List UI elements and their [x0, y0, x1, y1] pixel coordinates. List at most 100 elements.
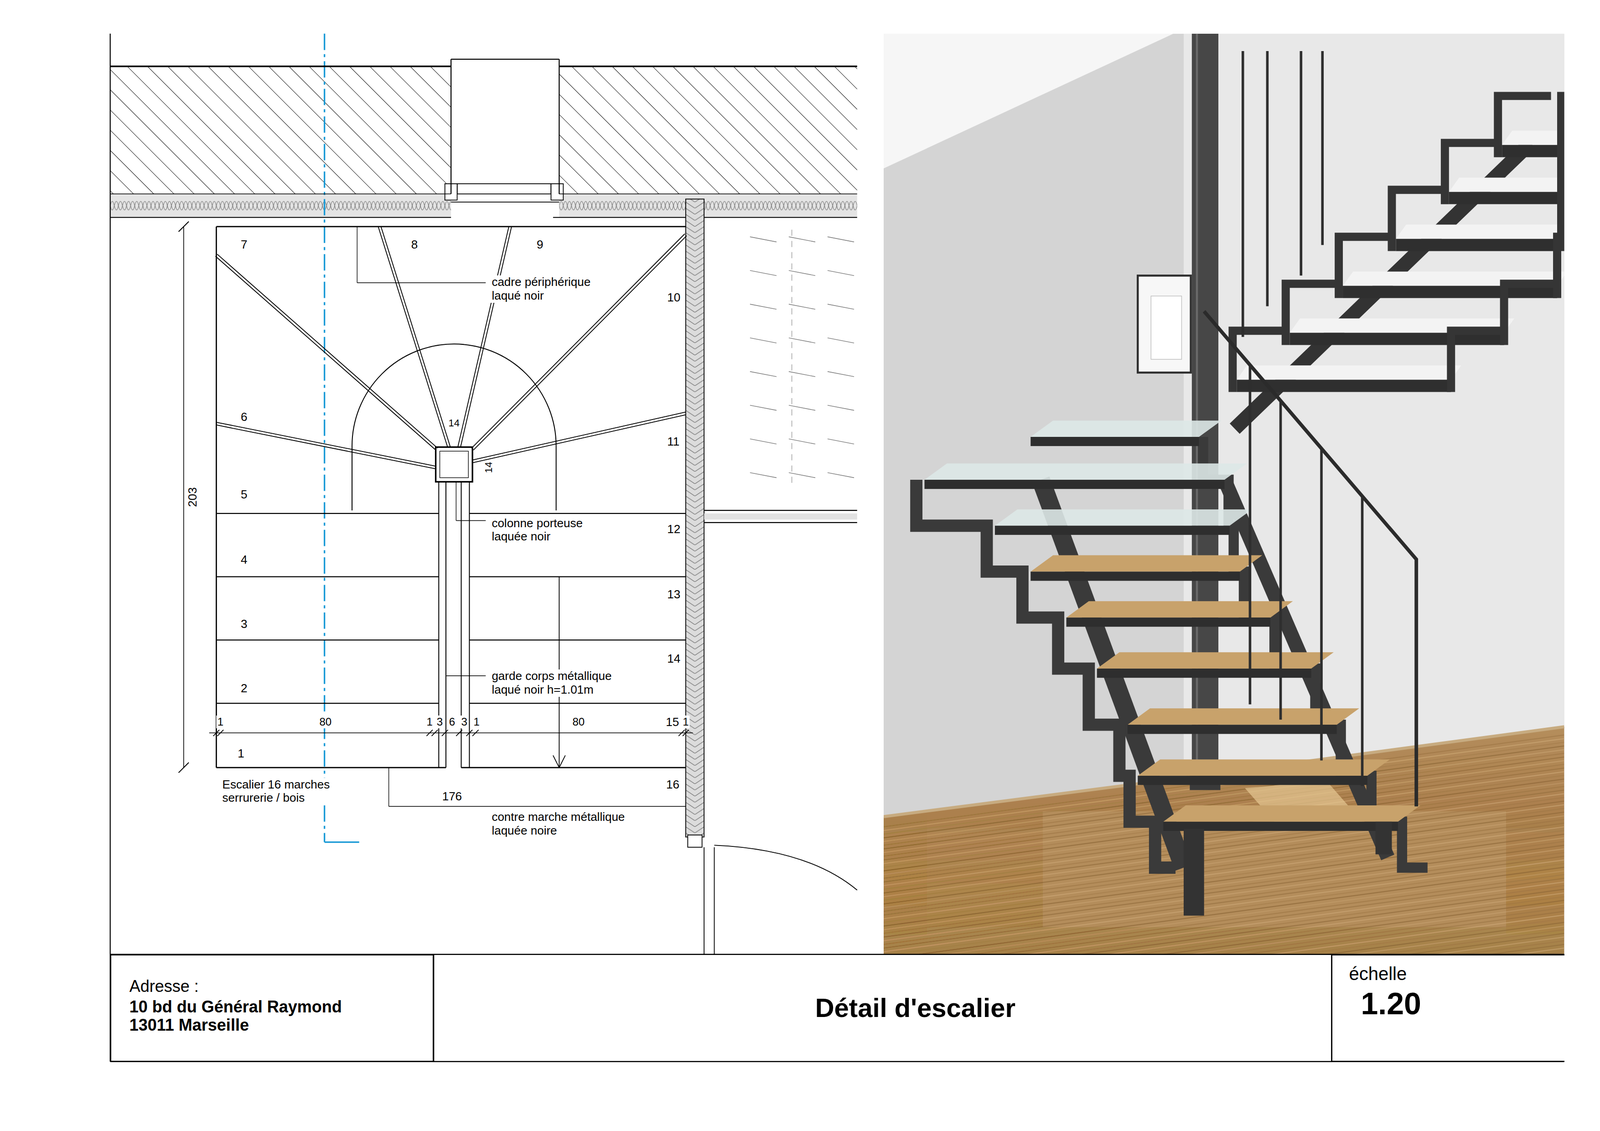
tread-nosing — [924, 479, 1225, 489]
plank-line — [883, 826, 1565, 919]
plank-line — [883, 738, 1565, 831]
plan-line — [558, 59, 560, 194]
plan-line — [357, 226, 358, 283]
window-frame — [457, 183, 552, 194]
dimension-label: 14 — [482, 460, 495, 474]
plan-line — [704, 522, 858, 523]
tread-nosing — [994, 525, 1230, 535]
tread-nosing — [1030, 436, 1199, 446]
wall-hatch — [110, 66, 451, 194]
plan-line — [466, 729, 473, 736]
plank-line — [883, 841, 1565, 933]
hidden-line — [788, 472, 816, 478]
baluster — [1248, 364, 1252, 705]
plank-line — [883, 892, 1565, 955]
hidden-line — [750, 337, 777, 343]
plan-line — [704, 217, 858, 218]
step-number: 15 — [664, 715, 680, 730]
plan-line — [704, 509, 858, 511]
skirting — [883, 726, 1565, 817]
plank-line — [883, 947, 1565, 955]
plan-line — [559, 65, 857, 68]
baluster — [1279, 400, 1283, 720]
stringer — [1450, 95, 1564, 392]
plan-line — [553, 755, 560, 768]
plan-line — [455, 520, 486, 521]
plan-line — [388, 767, 389, 807]
plank-line — [883, 823, 1565, 915]
step-number: 1 — [236, 746, 245, 761]
step-number: 6 — [239, 410, 249, 425]
plank-line — [883, 749, 1565, 842]
dimension-label: 3 — [435, 715, 444, 729]
step-number: 11 — [666, 434, 681, 449]
tread-nosing — [1395, 238, 1562, 252]
plank-line — [883, 745, 1565, 838]
plan-line — [431, 729, 438, 736]
tread-nosing — [1030, 571, 1240, 581]
dimension-label: 80 — [318, 715, 333, 729]
tread-nosing — [1127, 724, 1337, 734]
plan-line — [450, 59, 452, 194]
plan-line — [216, 422, 436, 467]
plank-line — [883, 808, 1565, 901]
mirror — [1137, 275, 1191, 373]
hidden-line — [750, 270, 777, 276]
dimension-label: 80 — [571, 715, 586, 729]
hidden-line — [827, 438, 855, 444]
plan-line — [110, 65, 451, 68]
plank-line — [883, 870, 1565, 955]
plan-line — [559, 755, 565, 768]
baluster — [1361, 496, 1364, 786]
stringer — [1232, 95, 1551, 392]
plank-line — [883, 742, 1565, 834]
plan-line — [472, 412, 686, 461]
plank-line — [883, 848, 1565, 941]
plank-line — [883, 753, 1565, 845]
drawing-title: Détail d'escalier — [815, 992, 1016, 1023]
tread — [1501, 130, 1565, 145]
wall-end — [687, 834, 702, 848]
plank-line — [883, 812, 1565, 904]
plan-line — [469, 576, 686, 578]
step-number: 12 — [666, 522, 682, 537]
plan-line — [455, 481, 457, 521]
tread — [1236, 365, 1461, 380]
plank-line — [883, 900, 1565, 955]
baluster — [1320, 51, 1324, 245]
plan-line — [426, 729, 433, 736]
plank-line — [883, 767, 1565, 860]
plan-line — [460, 227, 512, 448]
plank-line — [883, 830, 1565, 922]
cell-value: 1.20 — [1360, 986, 1564, 1021]
plank-line — [883, 801, 1565, 893]
tread-nosing — [1449, 191, 1562, 205]
window-jamb — [550, 183, 564, 201]
hidden-line — [827, 405, 855, 411]
plan-line — [450, 201, 560, 203]
ceiling — [883, 33, 1174, 169]
title-block-lines — [110, 33, 1565, 1062]
dimension-label: 1 — [216, 715, 225, 729]
stair-leg — [1375, 821, 1393, 855]
hidden-line — [750, 236, 777, 242]
plank-line — [883, 793, 1565, 886]
stair-plan — [110, 33, 858, 955]
baluster — [1320, 448, 1323, 761]
step-number: 2 — [239, 681, 249, 696]
plan-line — [378, 227, 448, 448]
plank-line — [883, 859, 1565, 952]
step-number: 10 — [666, 290, 682, 305]
partition-wall — [685, 198, 705, 837]
floor-planks — [883, 735, 1565, 955]
plank-line — [883, 937, 1565, 955]
insulation-band — [110, 193, 451, 218]
plan-line — [472, 414, 687, 463]
plank-line — [883, 837, 1565, 930]
plan-line — [209, 732, 694, 734]
wall-hatch — [559, 66, 857, 194]
plank-line — [883, 786, 1565, 878]
plank-line — [883, 815, 1565, 908]
plank-line — [883, 926, 1565, 955]
